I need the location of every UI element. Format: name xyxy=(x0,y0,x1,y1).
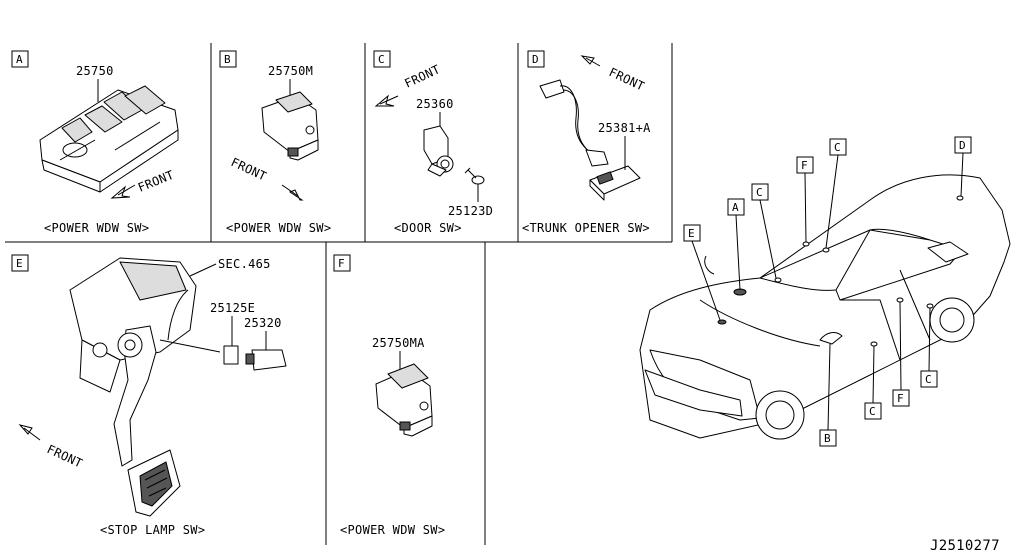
section-b-front-label: FRONT xyxy=(229,155,269,184)
door-switch-icon xyxy=(423,125,454,177)
section-e-letter: E xyxy=(16,257,23,270)
svg-text:A: A xyxy=(732,201,739,214)
section-c-letter: C xyxy=(378,53,385,66)
section-d-part-number: 25381+A xyxy=(598,121,651,135)
power-window-switch-icon xyxy=(261,91,319,161)
section-a-letter: A xyxy=(16,53,23,66)
car-callout-e: E xyxy=(683,224,721,321)
section-f-caption: <POWER WDW SW> xyxy=(340,523,445,537)
section-a-front-label: FRONT xyxy=(136,168,176,195)
section-c: C FRONT 25360 25123D <DOOR SW> xyxy=(373,50,493,235)
section-e-sec-reference: SEC.465 xyxy=(218,257,271,271)
car-callout-c2: C xyxy=(825,138,847,249)
svg-text:F: F xyxy=(801,159,808,172)
sedan-car-icon xyxy=(639,174,1011,440)
car-callout-a: A xyxy=(727,198,745,291)
svg-text:C: C xyxy=(925,373,932,386)
svg-text:E: E xyxy=(688,227,695,240)
car-callout-c4: C xyxy=(920,307,938,388)
trunk-opener-switch-icon xyxy=(539,79,641,201)
section-b-letter: B xyxy=(224,53,231,66)
diagram-id: J2510277 xyxy=(930,538,1000,554)
section-e-caption: <STOP LAMP SW> xyxy=(100,523,205,537)
svg-text:C: C xyxy=(869,405,876,418)
section-a-caption: <POWER WDW SW> xyxy=(44,221,149,235)
section-c-caption: <DOOR SW> xyxy=(394,221,462,235)
section-b: B 25750M FRONT <POWER WDW SW> xyxy=(219,50,331,235)
section-c-part-number-1: 25360 xyxy=(416,97,454,111)
section-d-front-label: FRONT xyxy=(607,65,647,94)
svg-text:F: F xyxy=(897,392,904,405)
section-f: F 25750MA <POWER WDW SW> xyxy=(333,254,445,537)
svg-text:C: C xyxy=(756,186,763,199)
svg-text:B: B xyxy=(824,432,831,445)
car-callout-d: D xyxy=(954,136,972,197)
section-e-part-number-1: 25125E xyxy=(210,301,255,315)
stop-lamp-switch-icon xyxy=(223,345,287,371)
vehicle-location-view: A B C C C C D xyxy=(639,136,1011,447)
section-d: D FRONT 25381+A <TRUNK OPENER SW> xyxy=(522,50,651,235)
screw-icon xyxy=(464,167,485,185)
section-d-caption: <TRUNK OPENER SW> xyxy=(522,221,650,235)
car-callout-f2: F xyxy=(892,301,910,407)
car-callout-c1: C xyxy=(751,183,777,279)
section-e: E SEC.465 25125E 25320 FRONT xyxy=(11,254,287,537)
section-a: A 25750 FRONT <POWER WDW SW> xyxy=(11,50,179,235)
section-e-front-label: FRONT xyxy=(45,442,85,471)
car-callout-c3: C xyxy=(864,345,882,420)
power-window-switch-icon xyxy=(375,363,433,437)
svg-text:C: C xyxy=(834,141,841,154)
section-f-part-number: 25750MA xyxy=(372,336,425,350)
section-c-front-label: FRONT xyxy=(402,62,442,91)
car-callout-f1: F xyxy=(796,156,814,243)
section-f-letter: F xyxy=(338,257,345,270)
section-a-part-number: 25750 xyxy=(76,64,114,78)
section-c-part-number-2: 25123D xyxy=(448,204,493,218)
section-b-caption: <POWER WDW SW> xyxy=(226,221,331,235)
section-b-part-number: 25750M xyxy=(268,64,313,78)
brake-pedal-assembly-icon xyxy=(69,257,221,517)
section-d-letter: D xyxy=(532,53,539,66)
section-grid xyxy=(5,43,673,545)
power-window-master-switch-icon xyxy=(39,85,179,193)
section-e-part-number-2: 25320 xyxy=(244,316,282,330)
svg-text:D: D xyxy=(959,139,966,152)
car-callout-b: B xyxy=(819,343,837,447)
